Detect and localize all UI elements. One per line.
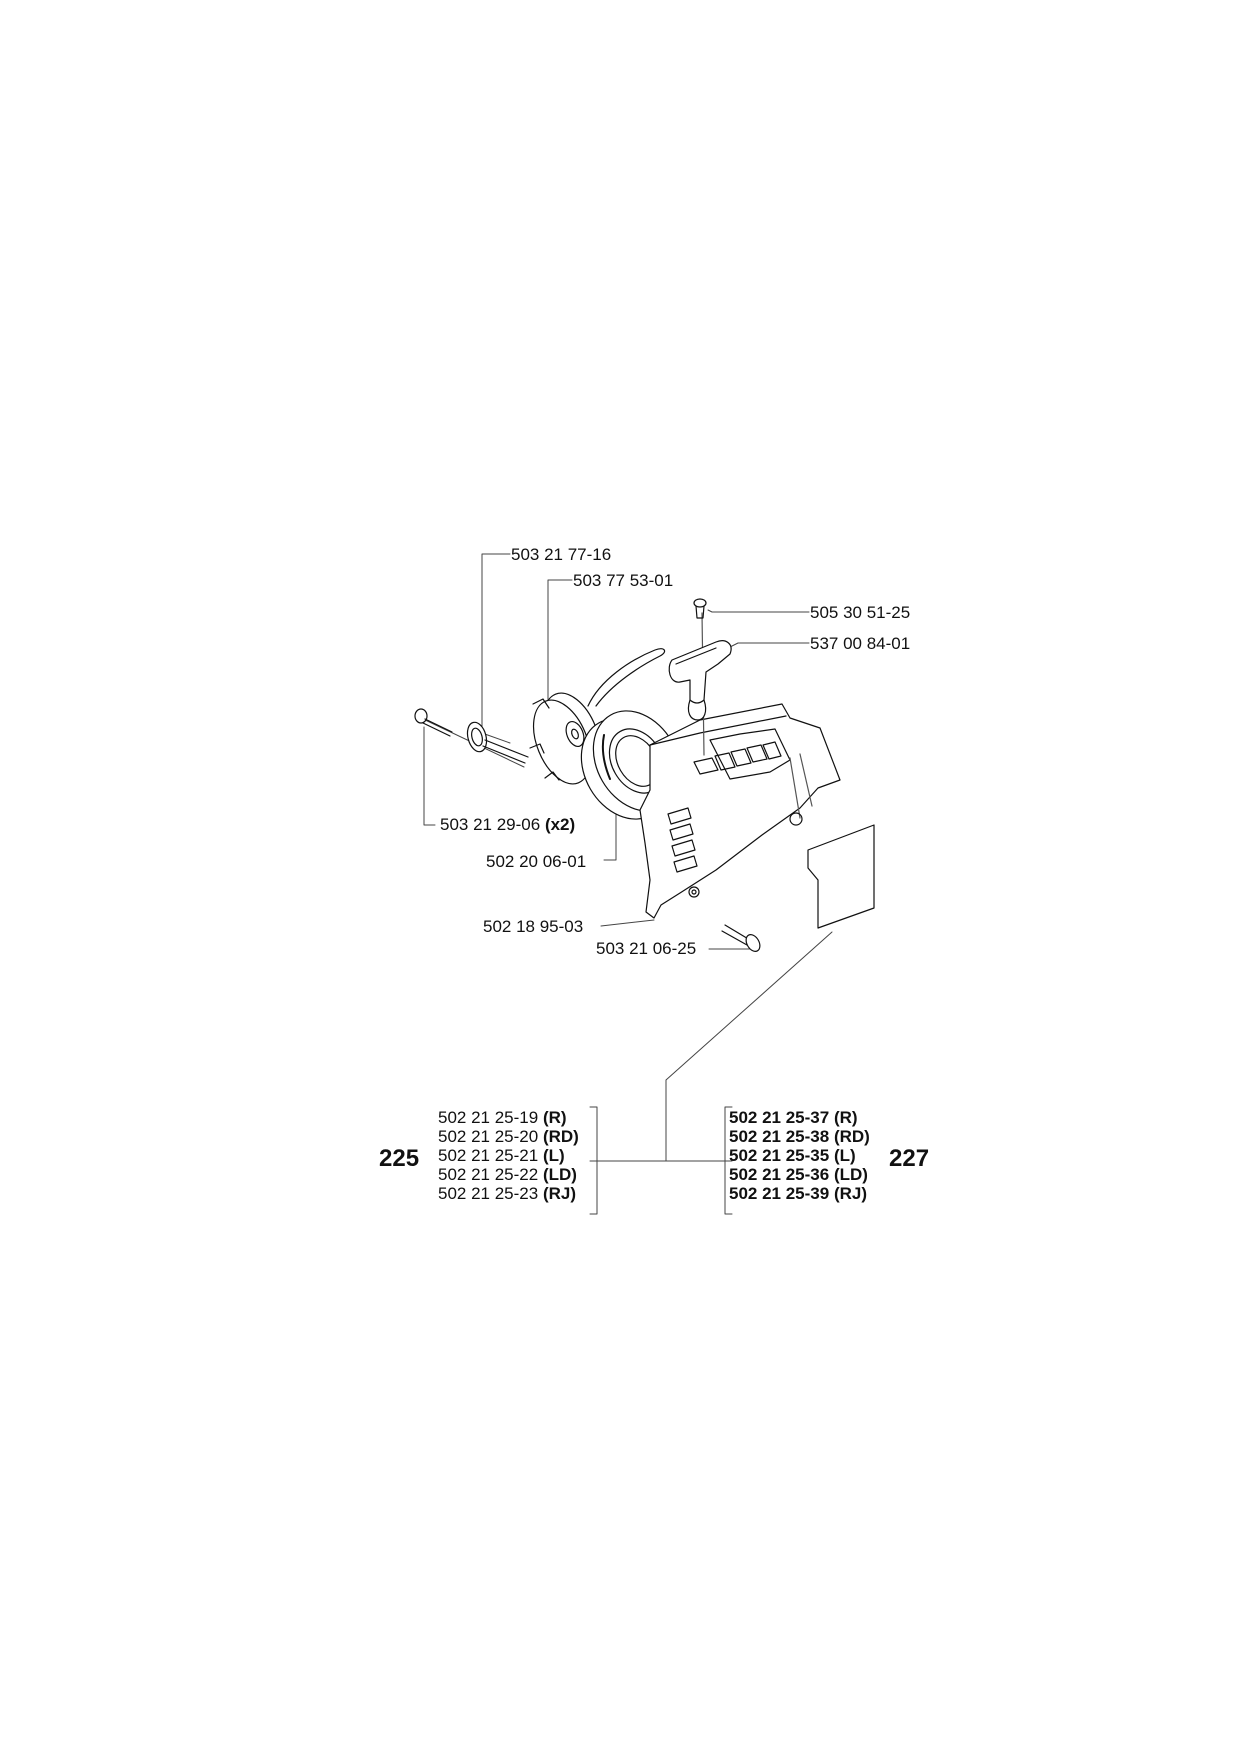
- variant-suffix: (RD): [542, 1127, 579, 1146]
- variant-row: 502 21 25-39 (RJ): [729, 1184, 870, 1203]
- variant-row: 502 21 25-19 (R): [438, 1108, 579, 1127]
- variant-part-number: 502 21 25-22: [438, 1165, 539, 1184]
- model-number-left: 225: [379, 1145, 420, 1172]
- variant-suffix: (L): [833, 1146, 856, 1165]
- label-part-rope-retainer: 505 30 51-25: [810, 603, 911, 622]
- label-part-rope-pulley: 503 77 53-01: [573, 571, 674, 590]
- variant-part-number: 502 21 25-37: [729, 1108, 830, 1127]
- label-part-cover-screw: 503 21 06-25: [596, 939, 697, 958]
- variant-list-left: 502 21 25-19 (R)502 21 25-20 (RD)502 21 …: [438, 1108, 579, 1203]
- variant-part-number: 502 21 25-35: [729, 1146, 830, 1165]
- label-part-starter-handle: 537 00 84-01: [810, 634, 911, 653]
- variant-part-number: 502 21 25-39: [729, 1184, 830, 1203]
- variant-part-number: 502 21 25-20: [438, 1127, 539, 1146]
- label-part-center-bolt: 503 21 77-16: [511, 545, 612, 564]
- label-part-screw-qty: (x2): [544, 815, 576, 834]
- starter-cover-part: [639, 703, 841, 919]
- label-part-starter-cover: 502 18 95-03: [483, 917, 584, 936]
- variant-part-number: 502 21 25-38: [729, 1127, 830, 1146]
- variant-suffix: (RJ): [833, 1184, 867, 1203]
- variant-row: 502 21 25-22 (LD): [438, 1165, 579, 1184]
- variant-list-right: 502 21 25-37 (R)502 21 25-38 (RD)502 21 …: [729, 1108, 870, 1203]
- starter-handle-part: [668, 598, 732, 756]
- leader-lines: [420, 553, 833, 1215]
- variant-row: 502 21 25-20 (RD): [438, 1127, 579, 1146]
- variant-row: 502 21 25-36 (LD): [729, 1165, 870, 1184]
- variant-suffix: (L): [542, 1146, 565, 1165]
- label-part-screw: 503 21 29-06 (x2): [440, 815, 575, 834]
- variant-part-number: 502 21 25-21: [438, 1146, 539, 1165]
- screw-x2-part: [414, 708, 453, 737]
- variant-suffix: (R): [833, 1108, 858, 1127]
- center-bolt-part: [466, 721, 529, 764]
- variant-suffix: (LD): [542, 1165, 577, 1184]
- cover-screw-part: [721, 924, 761, 952]
- cover-plate-part: [807, 824, 875, 929]
- variant-suffix: (LD): [833, 1165, 868, 1184]
- variant-suffix: (R): [542, 1108, 567, 1127]
- model-number-right: 227: [889, 1145, 930, 1172]
- label-part-spring-cassette: 502 20 06-01: [486, 852, 587, 871]
- variant-row: 502 21 25-37 (R): [729, 1108, 870, 1127]
- variant-suffix: (RD): [833, 1127, 870, 1146]
- variant-row: 502 21 25-23 (RJ): [438, 1184, 579, 1203]
- variant-part-number: 502 21 25-19: [438, 1108, 539, 1127]
- label-part-screw-number: 503 21 29-06: [440, 815, 541, 834]
- variant-part-number: 502 21 25-23: [438, 1184, 539, 1203]
- variant-row: 502 21 25-35 (L): [729, 1146, 870, 1165]
- variant-row: 502 21 25-38 (RD): [729, 1127, 870, 1146]
- variant-row: 502 21 25-21 (L): [438, 1146, 579, 1165]
- variant-suffix: (RJ): [542, 1184, 576, 1203]
- variant-part-number: 502 21 25-36: [729, 1165, 830, 1184]
